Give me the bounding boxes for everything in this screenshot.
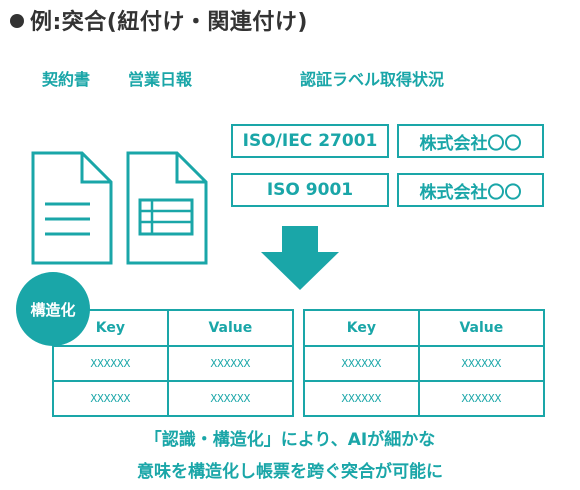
table-header-value: Value <box>417 309 546 347</box>
page-title: 例:突合(紐付け・関連付け) <box>10 4 308 36</box>
label-box-standard-2: ISO 9001 <box>231 173 389 207</box>
document-label-sales-report: 営業日報 <box>128 70 193 89</box>
table-header-value: Value <box>166 309 295 347</box>
structuring-badge: 構造化 <box>16 272 90 346</box>
title-text: 例:突合(紐付け・関連付け) <box>30 10 308 35</box>
label-box-standard-1: ISO/IEC 27001 <box>231 124 389 158</box>
table-cell: XXXXXX <box>303 380 420 417</box>
document-label-contract: 契約書 <box>42 70 91 89</box>
bullet-dot-icon <box>10 14 24 28</box>
label-box-company-2: 株式会社〇〇 <box>397 173 544 207</box>
table-row: XXXXXX XXXXXX <box>303 380 546 417</box>
label-box-company-1: 株式会社〇〇 <box>397 124 544 158</box>
table-cell: XXXXXX <box>417 380 546 417</box>
table-cell: XXXXXX <box>303 345 420 382</box>
table-cell: XXXXXX <box>52 380 169 417</box>
table-row: XXXXXX XXXXXX <box>303 345 546 382</box>
labels-heading: 認証ラベル取得状況 <box>300 70 445 89</box>
sales-report-document-icon <box>126 151 208 265</box>
table-cell: XXXXXX <box>52 345 169 382</box>
contract-document-icon <box>31 151 113 265</box>
key-value-table-left: Key Value XXXXXX XXXXXX XXXXXX XXXXXX <box>52 309 295 417</box>
table-cell: XXXXXX <box>166 345 295 382</box>
table-cell: XXXXXX <box>417 345 546 382</box>
key-value-table-right: Key Value XXXXXX XXXXXX XXXXXX XXXXXX <box>303 309 546 417</box>
table-header-key: Key <box>303 309 420 347</box>
table-cell: XXXXXX <box>166 380 295 417</box>
table-row: XXXXXX XXXXXX <box>52 345 295 382</box>
table-row: XXXXXX XXXXXX <box>52 380 295 417</box>
caption-line-1: 「認識・構造化」により、AIが細かな <box>144 430 436 450</box>
down-arrow-icon <box>261 226 339 290</box>
caption-line-2: 意味を構造化し帳票を跨ぐ突合が可能に <box>137 462 443 482</box>
